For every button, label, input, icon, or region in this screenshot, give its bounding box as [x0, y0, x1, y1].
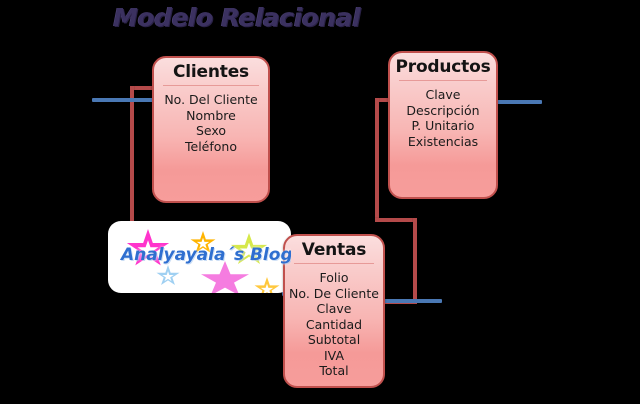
entity-clientes-title: Clientes: [173, 62, 249, 82]
entity-clientes-separator: [163, 85, 259, 86]
connector-productos-ventas-vertical-1: [375, 98, 379, 222]
arrow-line-to-clientes: [92, 98, 160, 102]
connector-clientes-ventas-top: [130, 86, 172, 90]
entity-ventas-separator: [294, 263, 374, 264]
entity-productos-title: Productos: [395, 57, 491, 77]
entity-clientes-fields: No. Del Cliente Nombre Sexo Teléfono: [154, 86, 268, 154]
field-no-de-cliente[interactable]: No. De Cliente: [289, 285, 379, 301]
star-icon-amber: [254, 277, 280, 293]
field-p-unitario[interactable]: P. Unitario: [411, 118, 475, 133]
arrow-line-to-ventas-clave: [367, 299, 442, 303]
connector-productos-ventas-vertical-2: [413, 218, 417, 304]
blog-watermark: Analyayala´s Blog: [108, 221, 291, 293]
field-sexo[interactable]: Sexo: [195, 123, 227, 138]
field-iva[interactable]: IVA: [324, 347, 344, 363]
star-icon-blue: [156, 265, 180, 286]
watermark-text: Analyayala´s Blog: [121, 245, 291, 265]
field-existencias[interactable]: Existencias: [407, 133, 479, 149]
page-title: Modelo Relacional: [113, 3, 361, 32]
field-nombre[interactable]: Nombre: [186, 107, 236, 123]
field-clave[interactable]: Clave: [425, 87, 461, 102]
field-telefono[interactable]: Teléfono: [185, 138, 237, 154]
entity-ventas-fields: Folio No. De Cliente Clave Cantidad Subt…: [285, 264, 383, 379]
entity-ventas[interactable]: Ventas Folio No. De Cliente Clave Cantid…: [283, 234, 385, 388]
field-descripcion[interactable]: Descripción: [406, 102, 480, 118]
connector-clientes-ventas-vertical: [130, 86, 134, 292]
entity-ventas-title: Ventas: [301, 240, 367, 260]
field-subtotal[interactable]: Subtotal: [307, 332, 361, 347]
connector-productos-ventas-mid: [375, 218, 417, 222]
field-folio[interactable]: Folio: [319, 270, 349, 285]
entity-clientes[interactable]: Clientes No. Del Cliente Nombre Sexo Tel…: [152, 56, 270, 203]
arrow-line-to-productos: [468, 100, 542, 104]
star-icon-pink: [201, 261, 249, 293]
field-clave-ventas[interactable]: Clave: [316, 301, 352, 316]
entity-productos-separator: [399, 80, 487, 81]
entity-productos[interactable]: Productos Clave Descripción P. Unitario …: [388, 51, 498, 199]
field-total[interactable]: Total: [319, 363, 349, 378]
entity-productos-fields: Clave Descripción P. Unitario Existencia…: [390, 81, 496, 149]
field-cantidad[interactable]: Cantidad: [305, 316, 363, 332]
field-no-del-cliente[interactable]: No. Del Cliente: [164, 92, 258, 107]
